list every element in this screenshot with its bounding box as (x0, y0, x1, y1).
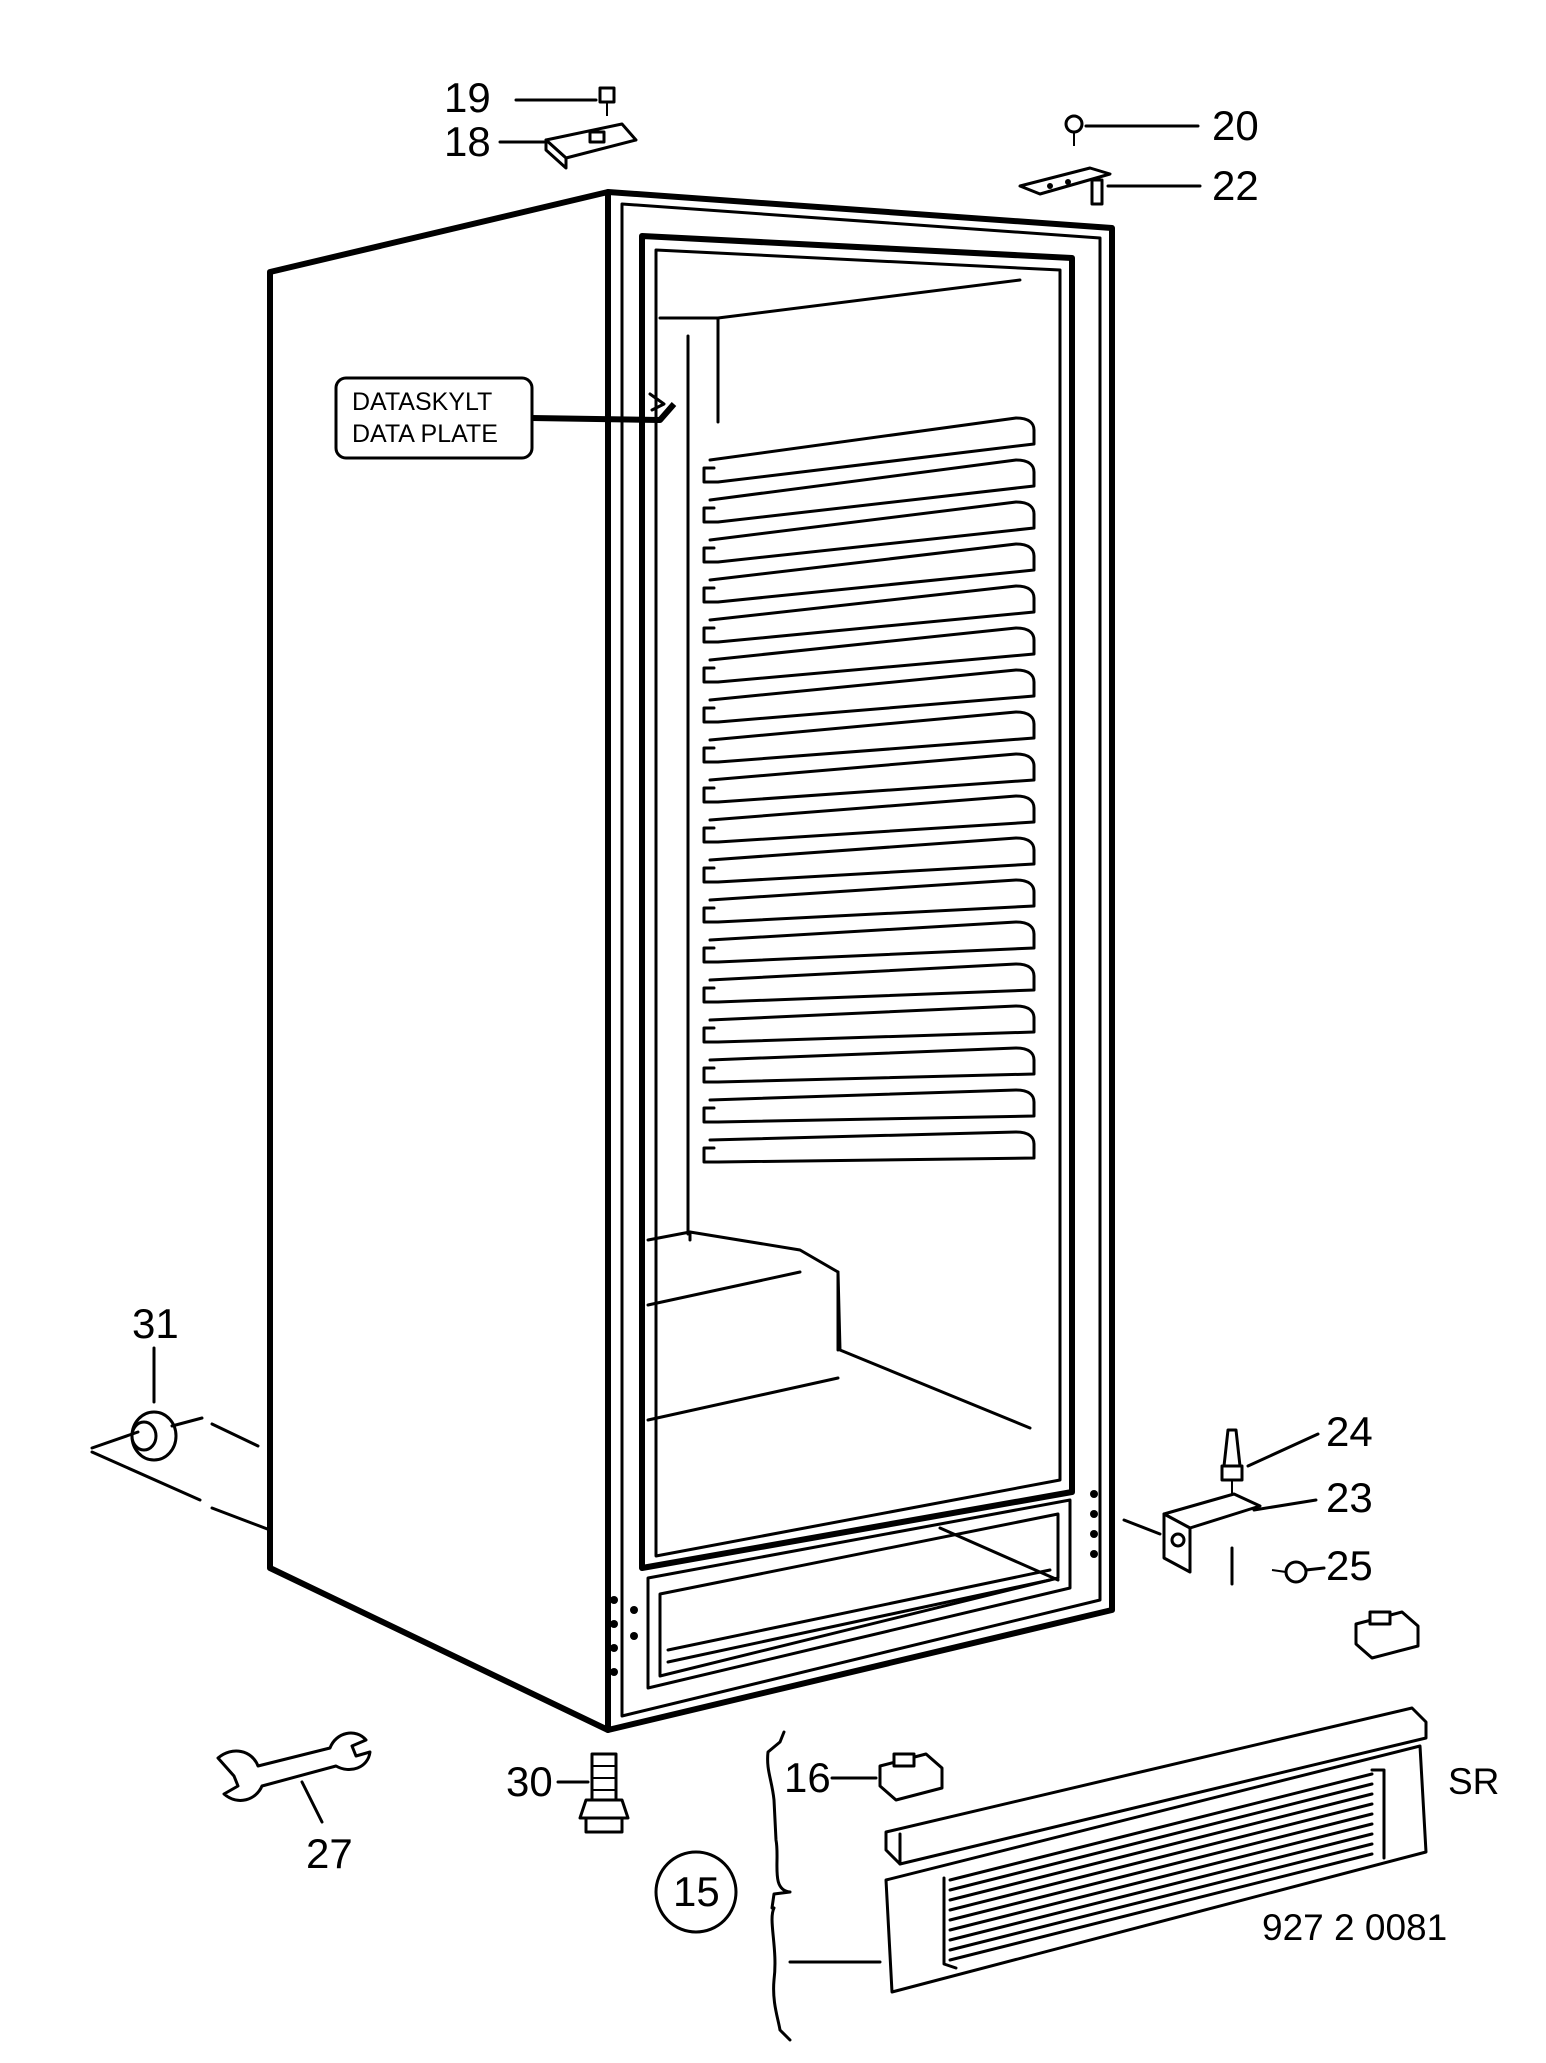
shelf-rib (702, 1004, 1036, 1044)
data-plate-text-english: DATA PLATE (352, 420, 498, 448)
hinge-bracket-22 (1018, 166, 1112, 206)
callout-16: 16 (784, 1754, 831, 1801)
clip-16 (878, 1752, 944, 1802)
bottom-grille-assembly (884, 1706, 1428, 1994)
screw-25 (1230, 1546, 1308, 1586)
shelf-rib (702, 1130, 1036, 1164)
clip-upper-right (1354, 1610, 1420, 1660)
screw-19 (598, 86, 616, 116)
shelf-rib (702, 752, 1036, 804)
shelf-rib (702, 500, 1036, 564)
leader-25 (1304, 1566, 1326, 1572)
callout-30: 30 (506, 1758, 553, 1805)
screw-20 (1064, 114, 1084, 146)
data-plate-text-swedish: DATASKYLT (352, 388, 492, 416)
shelf-rib (702, 416, 1036, 484)
wrench-27 (216, 1731, 372, 1824)
hinge-plate-18 (544, 122, 638, 170)
callout-24: 24 (1326, 1408, 1373, 1455)
callout-18: 18 (444, 118, 491, 165)
leader-24 (1246, 1432, 1320, 1468)
shelf-rib (702, 878, 1036, 924)
variant-label: SR (1448, 1761, 1499, 1802)
drawing-number: 927 2 0081 (1262, 1907, 1447, 1948)
callout-25: 25 (1326, 1542, 1373, 1589)
shelf-rib (702, 584, 1036, 644)
shelf-rib (702, 626, 1036, 684)
shelf-rib (702, 836, 1036, 884)
shelf-rib (702, 1046, 1036, 1084)
adjustable-foot-30 (578, 1752, 630, 1834)
shelf-rib (702, 1088, 1036, 1124)
pin-24 (1220, 1428, 1244, 1494)
shelf-rib (702, 542, 1036, 604)
shelf-rib (702, 668, 1036, 724)
shelf-rib (702, 794, 1036, 844)
leader-23 (1252, 1498, 1318, 1512)
callout-15: 15 (673, 1868, 720, 1915)
assembly-bracket (766, 1730, 792, 2042)
shelf-rib (702, 962, 1036, 1004)
callout-19: 19 (444, 74, 491, 121)
shelf-rib-group (702, 416, 1036, 1164)
callout-27: 27 (306, 1830, 353, 1877)
hinge-bracket-23 (1122, 1492, 1262, 1574)
foot-31 (90, 1346, 272, 1532)
callout-20: 20 (1212, 102, 1259, 149)
shelf-rib (702, 920, 1036, 964)
shelf-rib (702, 710, 1036, 764)
callout-22: 22 (1212, 162, 1259, 209)
callout-23: 23 (1326, 1474, 1373, 1521)
callout-31: 31 (132, 1300, 179, 1347)
cabinet-body (267, 189, 1115, 1733)
data-plate-callout: DATASKYLT DATA PLATE (334, 376, 677, 460)
shelf-rib (702, 458, 1036, 524)
assembly-circle-15 (654, 1850, 738, 1934)
